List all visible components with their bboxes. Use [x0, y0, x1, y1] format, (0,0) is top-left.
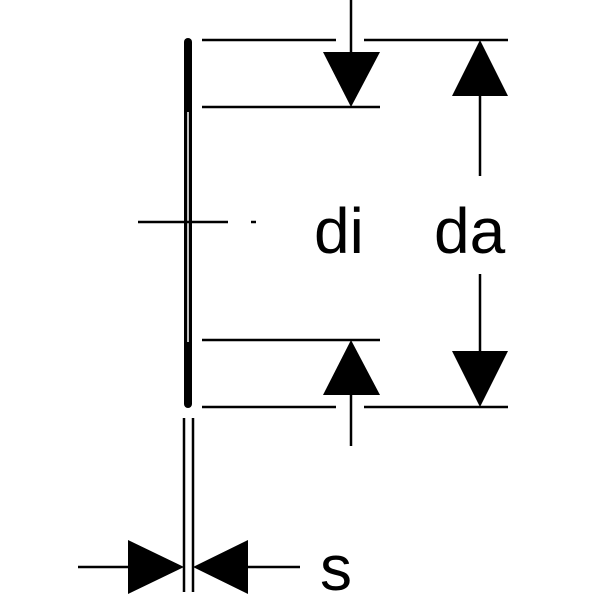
- s-arrow-left-icon: [193, 540, 248, 594]
- label-di: di: [314, 195, 364, 267]
- label-da: da: [434, 195, 506, 267]
- s-arrow-right-icon: [128, 540, 184, 594]
- label-s: s: [320, 532, 352, 600]
- da-arrow-up-icon: [452, 40, 508, 96]
- di-arrow-down-icon: [323, 52, 380, 107]
- da-arrow-down-icon: [452, 351, 508, 407]
- di-arrow-up-icon: [323, 340, 380, 395]
